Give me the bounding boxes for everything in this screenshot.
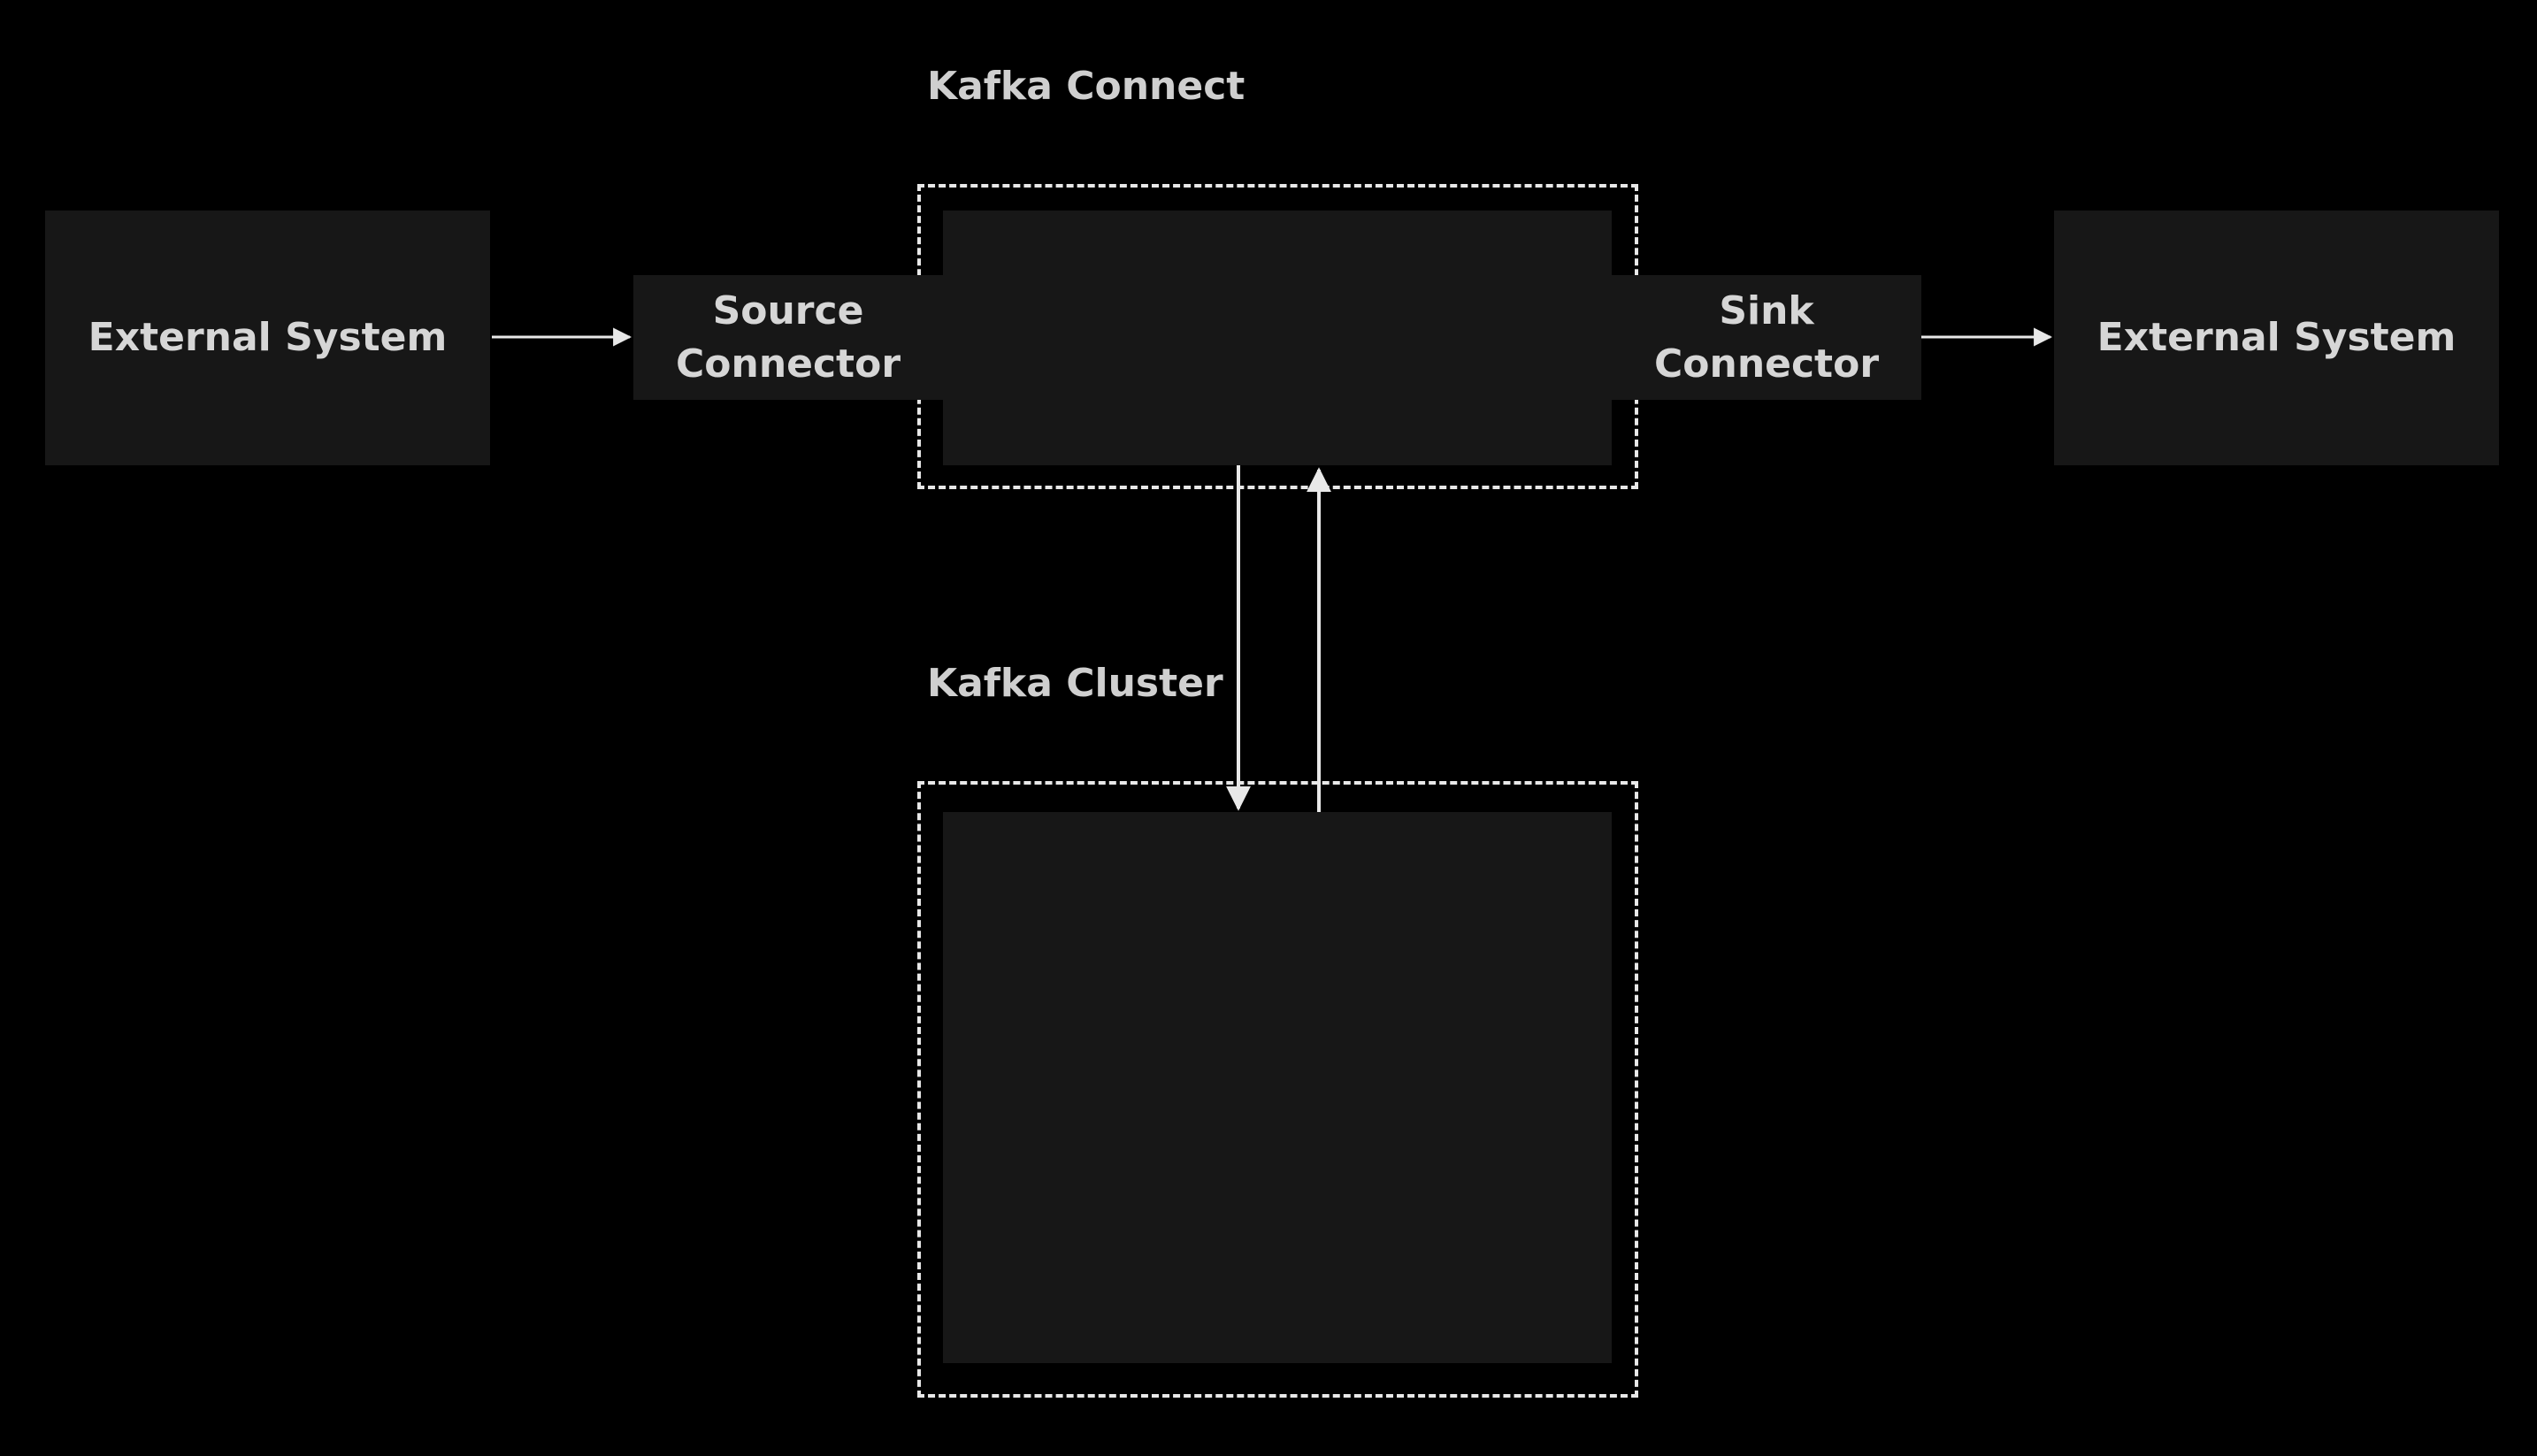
kafka-connect-label: Kafka Connect — [927, 64, 1246, 109]
kafka-cluster-box — [943, 812, 1612, 1363]
source-connector-label-line2: Connector — [675, 341, 901, 387]
source-connector-label-line1: Source — [712, 288, 864, 334]
sink-connector-label-line2: Connector — [1653, 341, 1880, 387]
kafka-connect-box — [943, 211, 1612, 465]
external-system-left-label: External System — [88, 315, 448, 361]
kafka-cluster-label: Kafka Cluster — [927, 661, 1223, 706]
kafka-cluster-boundary — [917, 781, 1638, 1398]
external-system-right-label: External System — [2096, 315, 2457, 361]
source-connector: Source Connector — [633, 275, 943, 400]
sink-connector-label-line1: Sink — [1719, 288, 1814, 334]
external-system-right: External System — [2054, 211, 2499, 465]
sink-connector: Sink Connector — [1612, 275, 1921, 400]
external-system-left: External System — [45, 211, 490, 465]
